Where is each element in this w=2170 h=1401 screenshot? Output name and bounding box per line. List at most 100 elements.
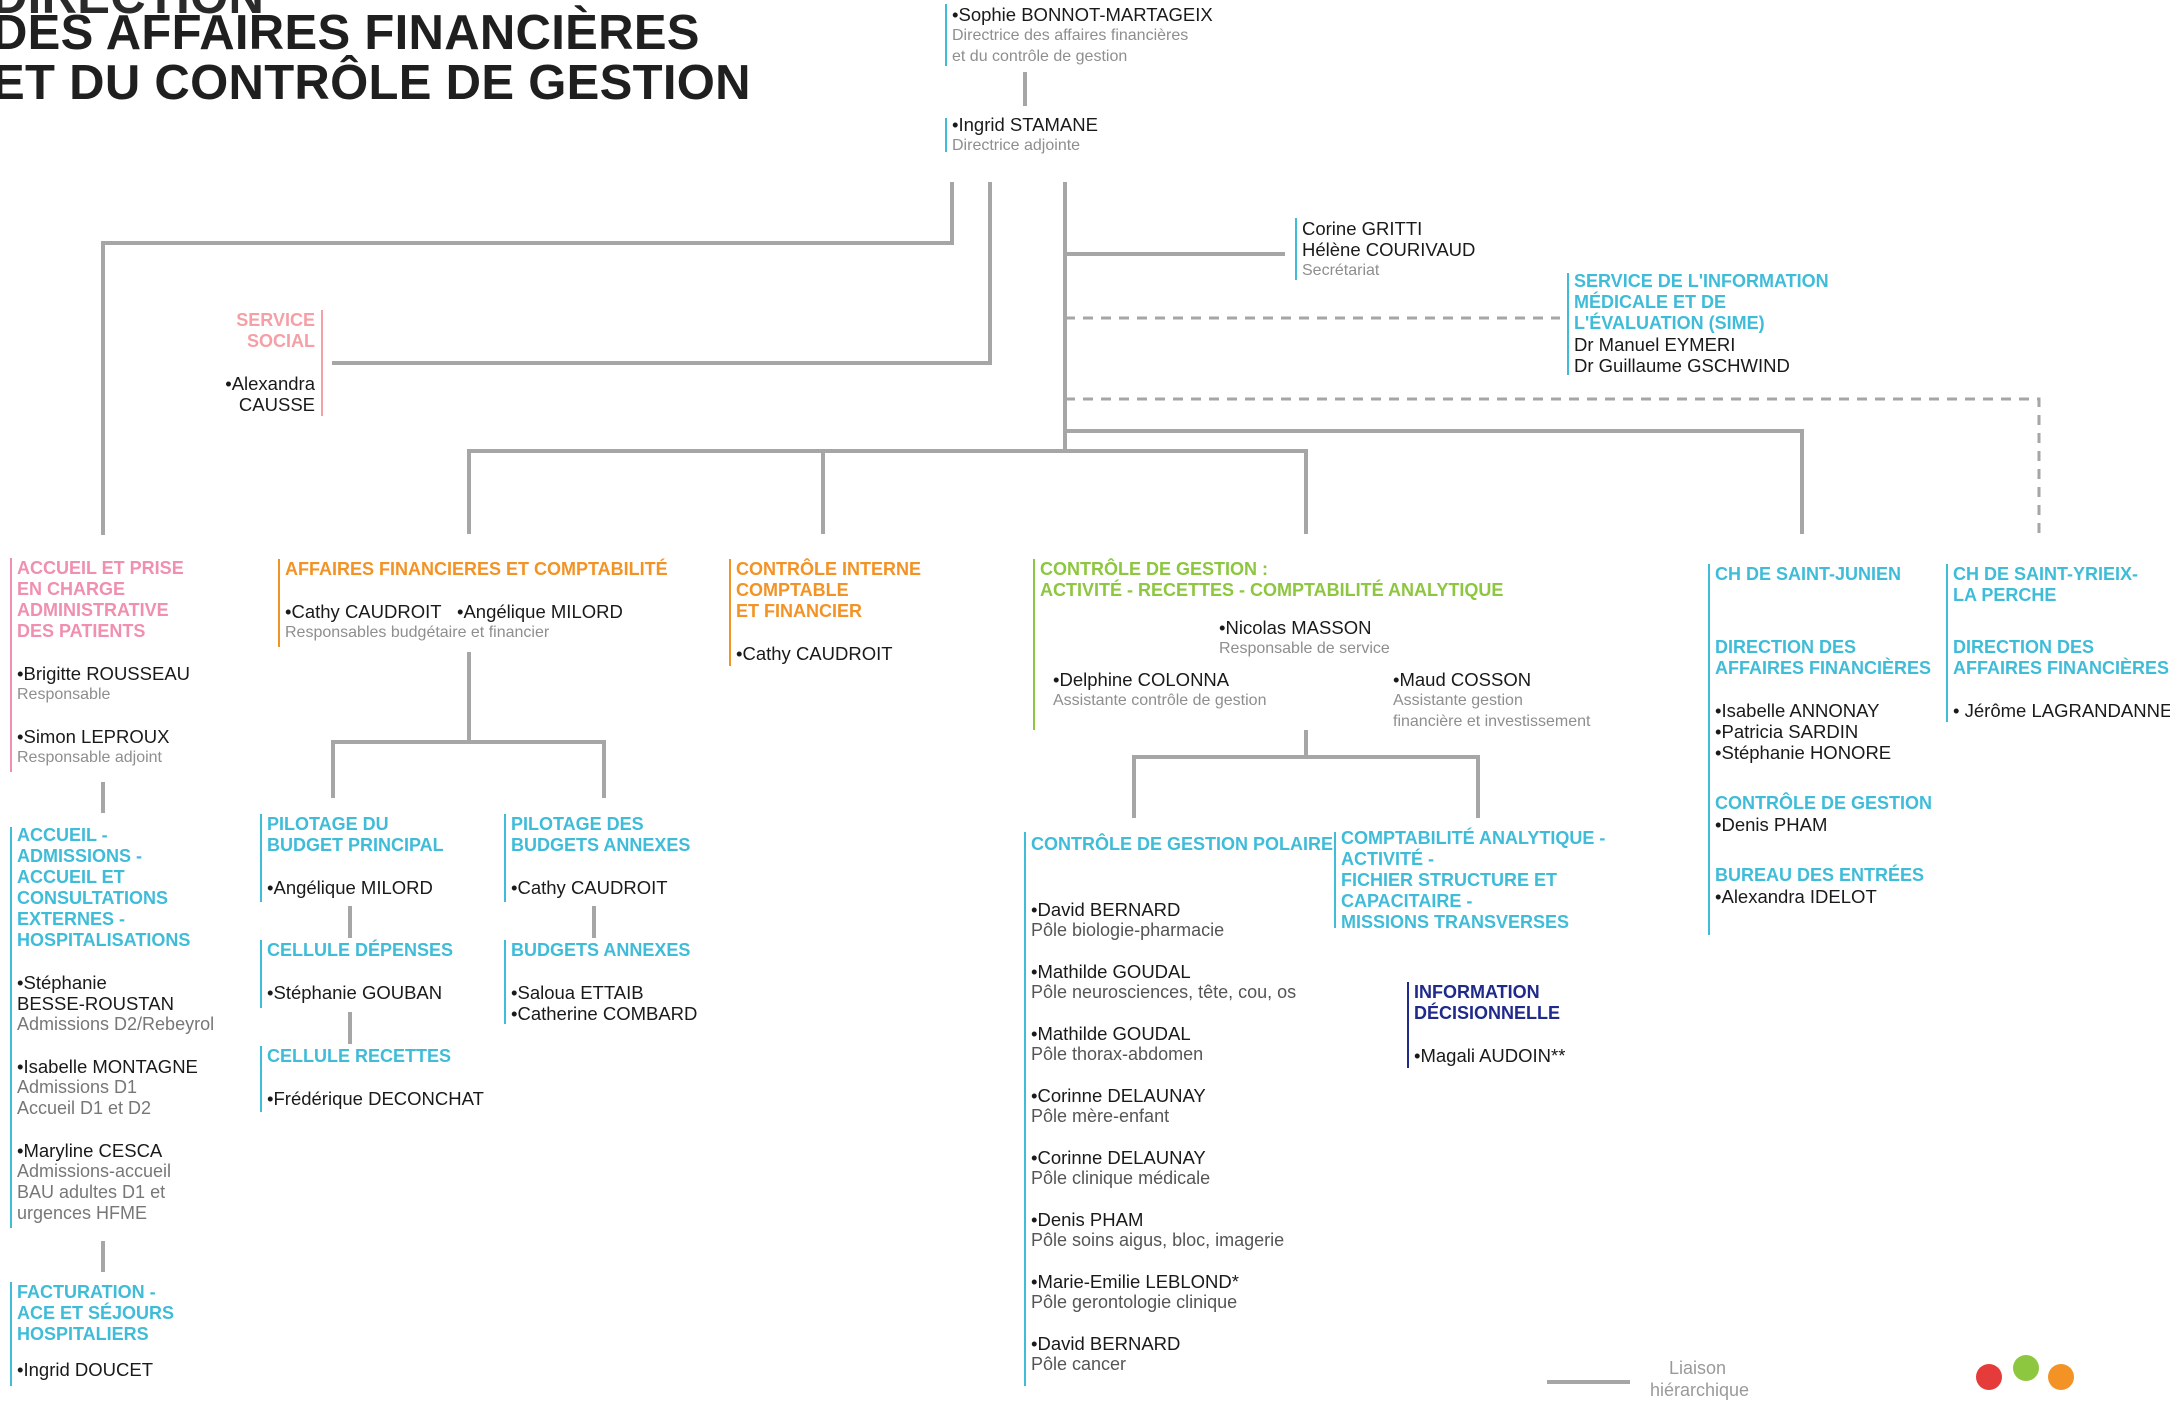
- cg-assistante-2: •Maud COSSON Assistante gestion financiè…: [1393, 669, 1590, 732]
- secretariat-block: Corine GRITTI Hélène COURIVAUD Secrétari…: [1296, 218, 1475, 281]
- connector: [1065, 429, 1804, 534]
- logo-green-dot: [2013, 1355, 2039, 1381]
- person-name: •Isabelle MONTAGNE: [17, 1056, 198, 1077]
- pilotage-annexes-block: PILOTAGE DES BUDGETS ANNEXES •Cathy CAUD…: [505, 814, 690, 898]
- pole-name: Pôle gerontologie clinique: [1031, 1292, 1238, 1312]
- person-name: •Cathy CAUDROIT: [736, 643, 893, 664]
- cellule-heading: CELLULE RECETTES: [267, 1046, 452, 1066]
- person-name: •Corinne DELAUNAY: [1031, 1147, 1206, 1168]
- accueil-heading: EN CHARGE: [17, 579, 126, 599]
- person-name: •Mathilde GOUDAL: [1031, 1023, 1191, 1044]
- connector: [332, 182, 992, 365]
- pilotage-heading: BUDGETS ANNEXES: [511, 835, 691, 855]
- sime-heading: MÉDICALE ET DE: [1574, 292, 1727, 312]
- person-name: •Simon LEPROUX: [17, 726, 170, 747]
- controle-gestion-heading: CONTRÔLE DE GESTION :: [1040, 559, 1269, 579]
- person-role: BAU adultes D1 et: [17, 1182, 166, 1202]
- person-role: financière et investissement: [1393, 713, 1591, 730]
- deputy-block: •Ingrid STAMANE Directrice adjointe: [946, 114, 1098, 156]
- sy-direction: AFFAIRES FINANCIÈRES: [1953, 658, 2170, 678]
- sj-heading: CH DE SAINT-JUNIEN: [1715, 564, 1902, 584]
- controle-interne-block: CONTRÔLE INTERNE COMPTABLE ET FINANCIER …: [730, 559, 921, 664]
- sime-heading: SERVICE DE L'INFORMATION: [1574, 271, 1829, 291]
- controle-interne-heading: COMPTABLE: [736, 580, 849, 600]
- page-title-line3: ET DU CONTRÔLE DE GESTION: [0, 56, 751, 110]
- budgets-heading: BUDGETS ANNEXES: [511, 940, 691, 960]
- social-heading: SOCIAL: [246, 331, 315, 351]
- person-name: •Stéphanie GOUBAN: [267, 982, 443, 1003]
- deputy-role: Directrice adjointe: [952, 137, 1081, 154]
- person-role: Assistante gestion: [1393, 692, 1523, 709]
- cellule-recettes-block: CELLULE RECETTES •Frédérique DECONCHAT: [261, 1046, 484, 1109]
- pole-name: Pôle biologie-pharmacie: [1031, 920, 1225, 940]
- director-role: Directrice des affaires financières: [952, 27, 1189, 44]
- sj-direction: DIRECTION DES: [1715, 637, 1857, 657]
- admissions-heading: EXTERNES -: [17, 909, 126, 929]
- accueil-block: ACCUEIL ET PRISE EN CHARGE ADMINISTRATIV…: [11, 558, 190, 768]
- pole-name: Pôle clinique médicale: [1031, 1168, 1211, 1188]
- person-name: •Cathy CAUDROIT: [511, 877, 668, 898]
- person-role: Responsables budgétaire et financier: [285, 624, 550, 641]
- info-heading: DÉCISIONNELLE: [1414, 1003, 1561, 1023]
- person-name: •Stéphanie HONORE: [1715, 742, 1892, 763]
- person-name: •Ingrid DOUCET: [17, 1359, 154, 1380]
- person-role: Accueil D1 et D2: [17, 1098, 152, 1118]
- sj-bureau: BUREAU DES ENTRÉES: [1715, 865, 1925, 885]
- person-name: •Brigitte ROUSSEAU: [17, 663, 191, 684]
- secretariat-name: Corine GRITTI: [1302, 218, 1423, 239]
- facturation-heading: FACTURATION -: [17, 1282, 156, 1302]
- page-title-line1: DIRECTION: [0, 0, 264, 22]
- person-role: Responsable de service: [1219, 640, 1390, 657]
- polaire-heading: CONTRÔLE DE GESTION POLAIRE: [1031, 834, 1334, 854]
- person-name: •Maud COSSON: [1393, 669, 1532, 690]
- pilotage-heading: PILOTAGE DU: [267, 814, 389, 834]
- person-name: •Mathilde GOUDAL: [1031, 961, 1191, 982]
- person-name: •Denis PHAM: [1031, 1209, 1144, 1230]
- person-name: •Alexandra IDELOT: [1715, 886, 1877, 907]
- person-name: BESSE-ROUSTAN: [17, 993, 174, 1014]
- social-service-block: SERVICE SOCIAL •Alexandra CAUSSE: [225, 310, 321, 415]
- compta-heading: MISSIONS TRANSVERSES: [1341, 912, 1570, 932]
- admissions-heading: HOSPITALISATIONS: [17, 930, 191, 950]
- pole-name: Pôle thorax-abdomen: [1031, 1044, 1204, 1064]
- pilotage-heading: BUDGET PRINCIPAL: [267, 835, 444, 855]
- admissions-heading: ADMISSIONS -: [17, 846, 143, 866]
- person-name: •Maryline CESCA: [17, 1140, 163, 1161]
- pole-name: Pôle cancer: [1031, 1354, 1127, 1374]
- person-name: •Delphine COLONNA: [1053, 669, 1230, 690]
- person-name: •Frédérique DECONCHAT: [267, 1088, 484, 1109]
- cellule-depenses-block: CELLULE DÉPENSES •Stéphanie GOUBAN: [261, 940, 453, 1003]
- director-role-2: et du contrôle de gestion: [952, 48, 1128, 65]
- compta-heading: ACTIVITÉ -: [1341, 849, 1434, 869]
- accueil-heading: ADMINISTRATIVE: [17, 600, 169, 620]
- sime-block: SERVICE DE L'INFORMATION MÉDICALE ET DE …: [1568, 271, 1829, 376]
- logo-red-dot: [1976, 1364, 2002, 1390]
- pole-name: Pôle soins aigus, bloc, imagerie: [1031, 1230, 1285, 1250]
- controle-gestion-block: CONTRÔLE DE GESTION : ACTIVITÉ - RECETTE…: [1034, 559, 1503, 601]
- sime-person: Dr Guillaume GSCHWIND: [1574, 355, 1790, 376]
- sj-controle: CONTRÔLE DE GESTION: [1715, 793, 1933, 813]
- compta-analytique-block: COMPTABILITÉ ANALYTIQUE - ACTIVITÉ - FIC…: [1335, 828, 1605, 933]
- info-heading: INFORMATION: [1414, 982, 1540, 1002]
- person-name: •Stéphanie: [17, 972, 107, 993]
- secretariat-role: Secrétariat: [1302, 262, 1380, 279]
- affaires-fin-heading: AFFAIRES FINANCIERES ET COMPTABILITÉ: [285, 559, 668, 579]
- polaire-item: •Marie-Emilie LEBLOND*Pôle gerontologie …: [1031, 1271, 1333, 1313]
- sj-direction: AFFAIRES FINANCIÈRES: [1715, 658, 1932, 678]
- saint-junien-block: CH DE SAINT-JUNIEN DIRECTION DES AFFAIRE…: [1709, 564, 1932, 907]
- secretariat-name: Hélène COURIVAUD: [1302, 239, 1476, 260]
- legend-label: hiérarchique: [1650, 1380, 1750, 1400]
- controle-polaire-block: CONTRÔLE DE GESTION POLAIRE •David BERNA…: [1025, 834, 1333, 1395]
- person-name: •Saloua ETTAIB: [511, 982, 644, 1003]
- social-person: •Alexandra: [225, 373, 315, 394]
- person-role: Admissions-accueil: [17, 1161, 172, 1181]
- compta-heading: FICHIER STRUCTURE ET: [1341, 870, 1557, 890]
- sy-heading: LA PERCHE: [1953, 585, 2057, 605]
- pole-name: Pôle mère-enfant: [1031, 1106, 1170, 1126]
